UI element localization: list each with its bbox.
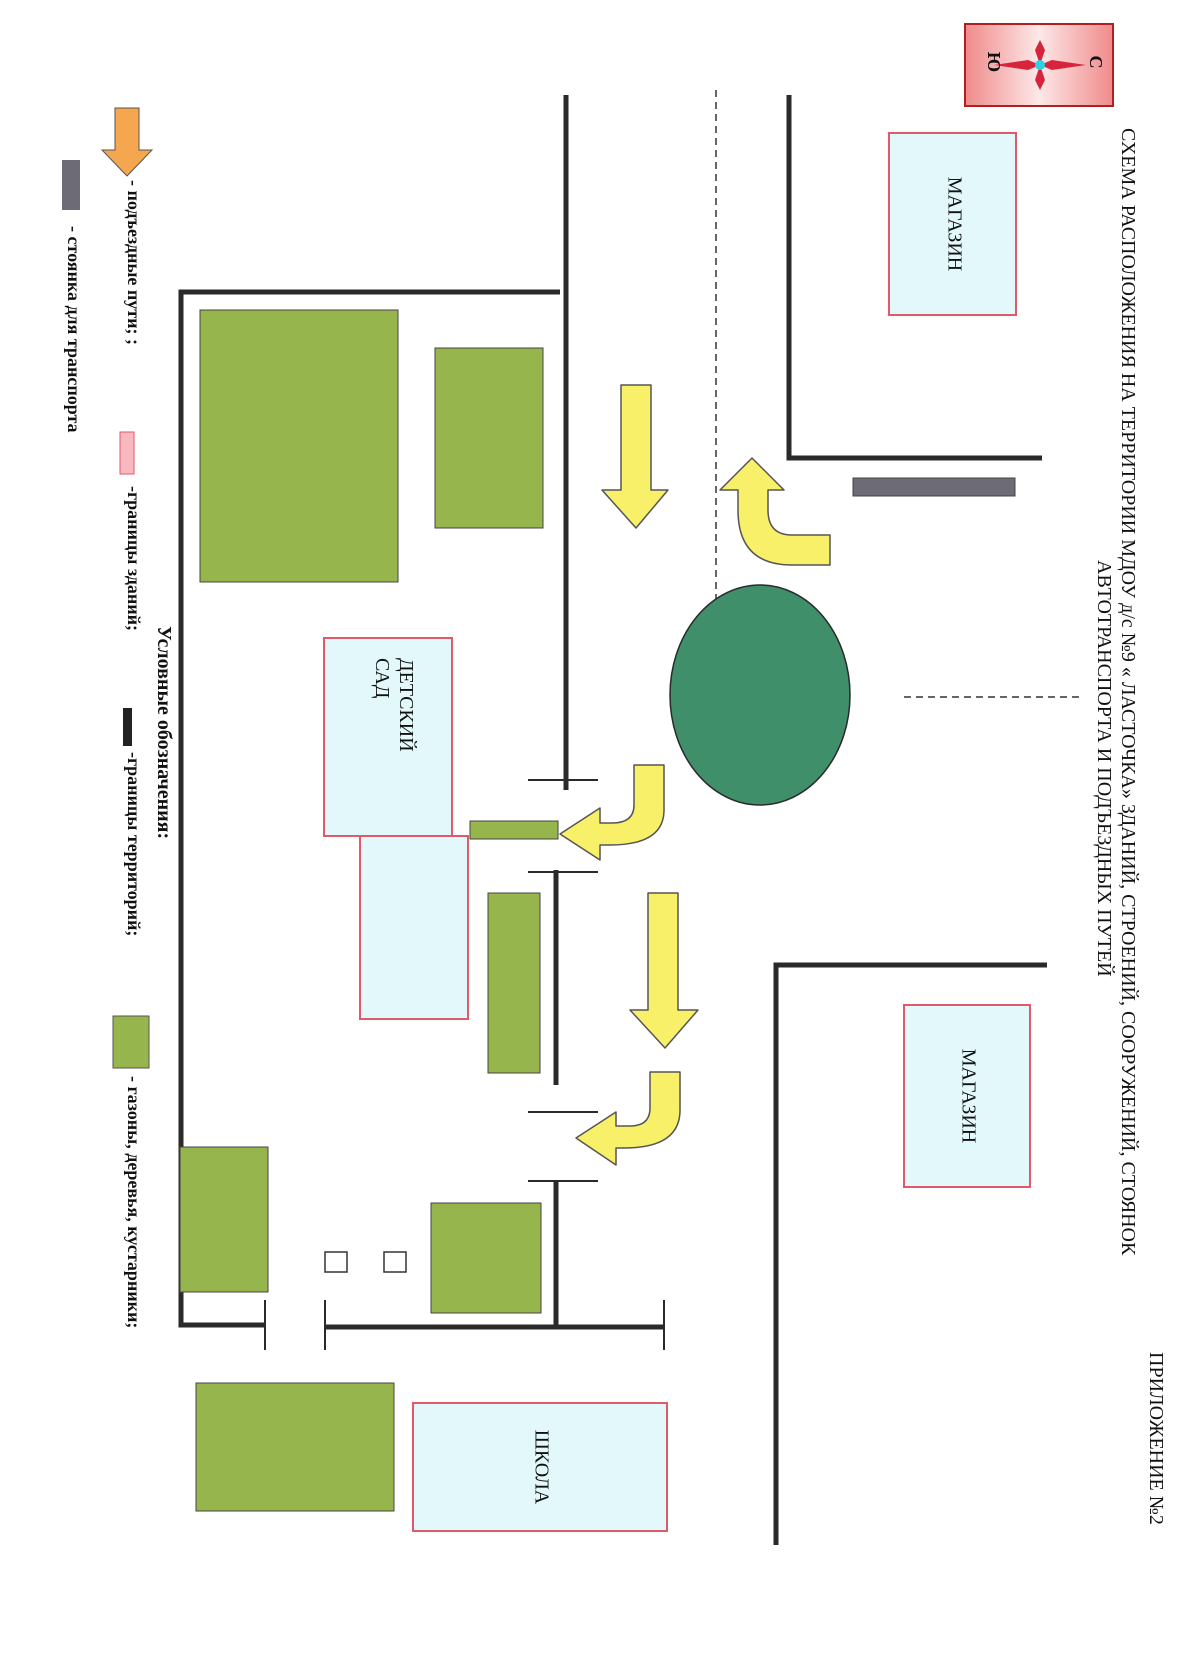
shop-label-top: МАГАЗИН xyxy=(943,177,965,271)
road-markings xyxy=(715,90,1080,698)
lawn xyxy=(199,309,399,583)
appendix-label: ПРИЛОЖЕНИЕ №2 xyxy=(1145,1352,1167,1525)
access-arrow xyxy=(559,764,665,861)
gates xyxy=(264,779,665,1350)
lawn xyxy=(179,1146,269,1293)
kindergarten-label-line1: ДЕТСКИЙ xyxy=(395,658,418,752)
access-arrow xyxy=(575,1071,681,1166)
map-title-line2: АВТОТРАНСПОРТА И ПОДЪЕЗДНЫХ ПУТЕЙ xyxy=(1093,560,1116,977)
access-arrow xyxy=(629,892,699,1049)
access-routes xyxy=(559,384,831,1166)
kindergarten-label-line2: САД xyxy=(371,658,393,699)
green-areas xyxy=(179,309,559,1512)
lawn xyxy=(195,1382,395,1512)
buildings: МАГАЗИН МАГАЗИН ДЕТСКИЙ САД ШКОЛА xyxy=(323,132,1031,1532)
lawn xyxy=(434,347,544,529)
compass-north-label: С xyxy=(1086,56,1106,69)
access-arrow xyxy=(601,384,669,529)
small-structure xyxy=(383,1251,407,1273)
shop-building-top xyxy=(888,132,1017,316)
lawn xyxy=(430,1202,542,1314)
kindergarten-annex xyxy=(359,835,469,1020)
access-arrow xyxy=(719,457,831,566)
legend-territory-border-icon xyxy=(123,708,132,746)
parking-lot xyxy=(852,477,1016,497)
legend-green-areas: - газоны, деревья, кустарники; xyxy=(124,1076,144,1328)
school-building xyxy=(412,1402,668,1532)
lawn xyxy=(487,892,541,1074)
compass-center-icon xyxy=(1035,60,1045,70)
legend-parking: - стоянка для транспорта xyxy=(64,226,84,433)
legend-access-routes: - подъездные пути; ; xyxy=(124,180,144,345)
small-structure xyxy=(324,1251,348,1273)
north-arrow-icon xyxy=(1040,60,1086,70)
school-label: ШКОЛА xyxy=(530,1430,552,1505)
compass: С Ю xyxy=(964,23,1114,107)
legend-building-border-icon xyxy=(119,431,135,475)
territory-boundaries xyxy=(178,95,1047,1545)
legend-title: Условные обозначения: xyxy=(153,626,175,839)
legend-territory-borders: -границы территорий; xyxy=(124,752,144,936)
legend-lawn-icon xyxy=(112,1015,150,1069)
shop-building-bottom xyxy=(903,1004,1031,1188)
lawn xyxy=(469,820,559,840)
compass-south-label: Ю xyxy=(984,52,1004,72)
south-arrow-icon xyxy=(994,60,1040,70)
legend-arrow-icon xyxy=(100,107,154,177)
legend: Условные обозначения: - подъездные пути;… xyxy=(62,107,175,1328)
shop-label-bottom: МАГАЗИН xyxy=(957,1049,979,1143)
map-title-line1: СХЕМА РАСПОЛОЖЕНИЯ НА ТЕРРИТОРИИ МДОУ д/… xyxy=(1117,128,1140,1256)
legend-building-borders: -границы зданий; xyxy=(124,486,144,631)
tree-circle xyxy=(669,584,851,806)
legend-parking-icon xyxy=(62,160,80,210)
